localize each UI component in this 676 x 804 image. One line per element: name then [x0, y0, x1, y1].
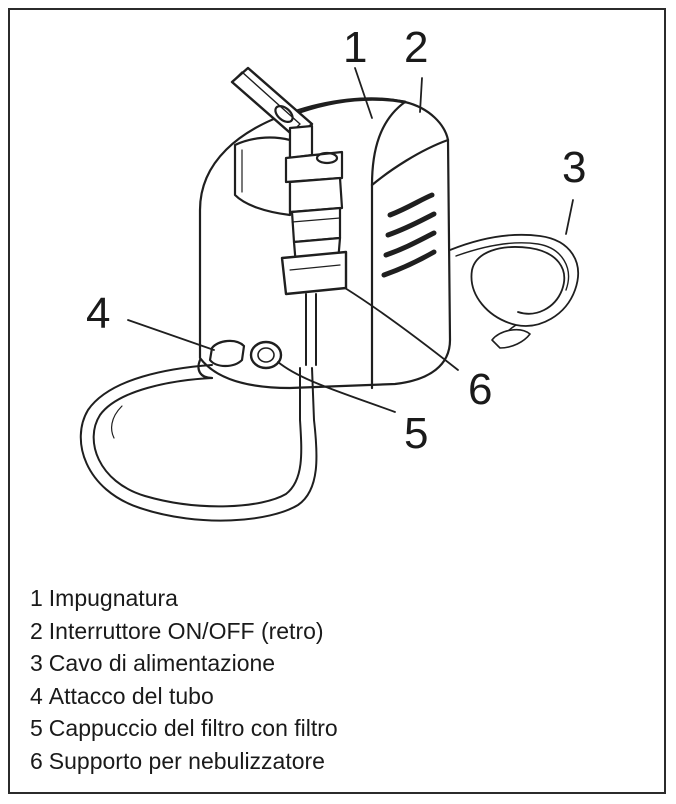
callout-2: 2 [404, 23, 428, 72]
leader-line-3 [565, 199, 574, 235]
callout-3: 3 [562, 143, 586, 192]
callout-5: 5 [404, 409, 428, 458]
air-tube [79, 364, 318, 522]
callout-4: 4 [86, 289, 110, 338]
leader-lines [127, 67, 574, 413]
nebulizer-holder [280, 250, 348, 296]
vent-slots [381, 192, 437, 278]
leader-line-6 [344, 287, 459, 371]
filter-cap [249, 340, 283, 370]
tube-connector [197, 339, 246, 380]
power-cord [449, 233, 579, 349]
leader-line-4 [127, 319, 215, 351]
nebulizer-illustration: 1 2 3 4 5 6 [79, 23, 586, 522]
callout-1: 1 [343, 23, 367, 72]
leader-line-1 [354, 67, 373, 119]
callout-6: 6 [468, 365, 492, 414]
leader-line-5 [277, 361, 396, 413]
leader-line-2 [419, 77, 423, 113]
